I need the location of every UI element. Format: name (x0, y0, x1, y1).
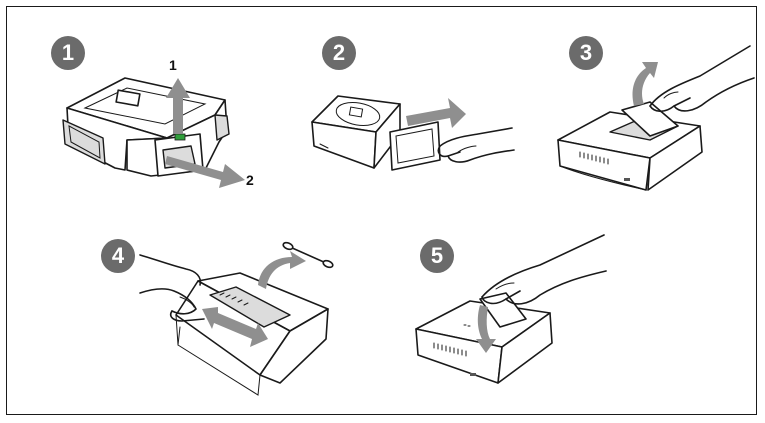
illustration-step-5 (415, 234, 607, 384)
instruction-panel (6, 6, 757, 415)
arrow-insert-swab (258, 251, 306, 289)
illustration-step-4 (139, 241, 334, 396)
arrow-lift-lid (632, 62, 658, 106)
step-badge-1: 1 (51, 36, 85, 70)
vent-grille-step5 (433, 342, 467, 357)
cotton-swab (282, 241, 334, 269)
illustration-step-2 (311, 95, 515, 171)
arrow-out (165, 156, 245, 188)
arrow-close-lid (476, 305, 496, 353)
vent-grille (579, 151, 609, 165)
illustration-step-1 (62, 77, 245, 188)
step-badge-2: 2 (322, 36, 356, 70)
arrow-wipe-back-forth (202, 307, 268, 347)
direction-label-out: 2 (246, 172, 254, 188)
step-badge-3: 3 (569, 36, 603, 70)
arrow-up (166, 78, 190, 134)
direction-label-up: 1 (169, 57, 177, 73)
step-badge-5: 5 (420, 239, 454, 273)
illustration-step-3 (557, 45, 755, 191)
step-badge-4: 4 (101, 239, 135, 273)
arrow-slide-out (406, 98, 466, 128)
cartridge-latch (174, 133, 186, 141)
